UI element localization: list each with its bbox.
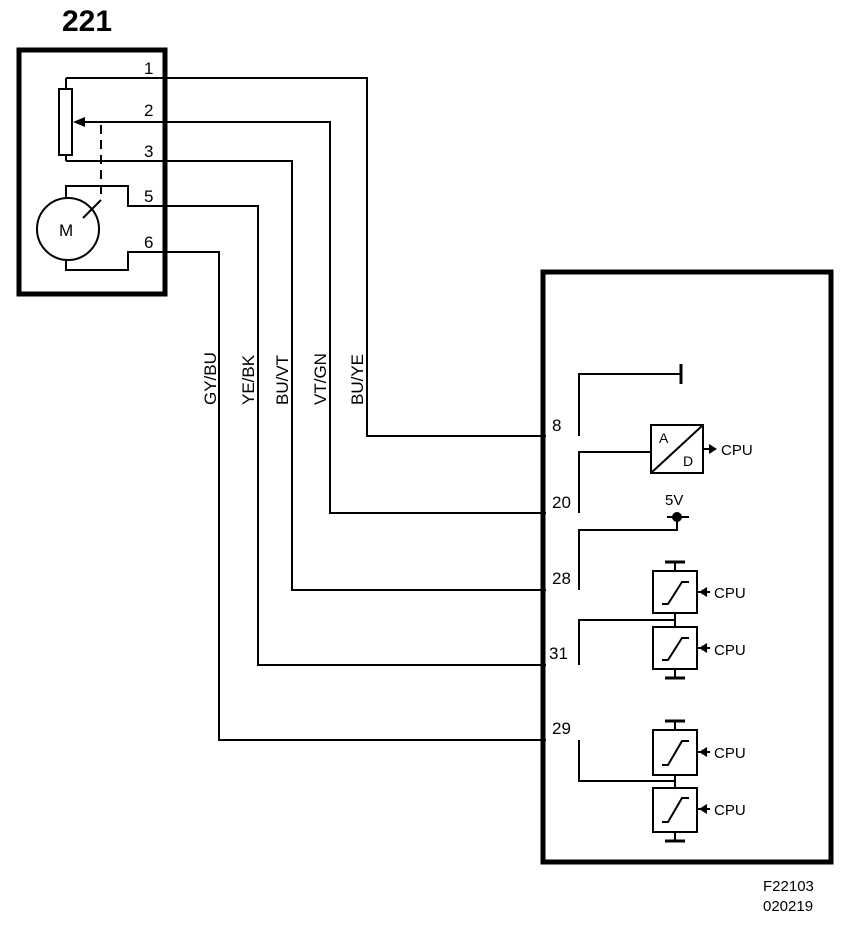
- cpu-label-ad: CPU: [721, 442, 753, 459]
- component-pin-6: 6: [144, 233, 153, 252]
- supply-5v-icon: [578, 512, 689, 590]
- wire-label-vt-gn: VT/GN: [311, 353, 330, 405]
- transistor-pair-31-icon: [578, 560, 710, 680]
- wire-gy-bu: [150, 251, 546, 741]
- control-unit-pin-31: 31: [549, 644, 568, 663]
- cpu-label-29-lower: CPU: [714, 802, 746, 819]
- component-pin-1: 1: [144, 59, 153, 78]
- cpu-label-31-upper: CPU: [714, 585, 746, 602]
- wire-label-ye-bk: YE/BK: [239, 354, 258, 405]
- motor-icon: [36, 185, 150, 271]
- control-unit-box: [540, 269, 834, 865]
- component-pin-5: 5: [144, 187, 153, 206]
- control-unit-pin-20: 20: [552, 493, 571, 512]
- ad-label-d: D: [683, 453, 693, 469]
- component-pin-3: 3: [144, 142, 153, 161]
- component-id: 221: [62, 5, 112, 38]
- wire-vt-gn: [150, 121, 546, 514]
- wire-bu-vt: [150, 160, 546, 591]
- control-unit-pin-29: 29: [552, 719, 571, 738]
- supply-5v-label: 5V: [665, 492, 683, 509]
- figure-date: 020219: [763, 898, 813, 915]
- component-box: [16, 47, 168, 297]
- transistor-pair-29-icon: [578, 719, 710, 843]
- control-unit-pin-8: 8: [552, 416, 561, 435]
- cpu-label-31-lower: CPU: [714, 642, 746, 659]
- wire-label-gy-bu: GY/BU: [201, 352, 220, 405]
- ad-label-a: A: [659, 430, 669, 446]
- wire-label-bu-ye: BU/YE: [348, 354, 367, 405]
- figure-code: F22103: [763, 878, 814, 895]
- wire-bu-ye: [150, 77, 546, 437]
- ground-icon: [578, 364, 683, 436]
- wire-label-bu-vt: BU/VT: [273, 355, 292, 405]
- ad-converter-icon: [578, 424, 717, 513]
- cpu-label-29-upper: CPU: [714, 745, 746, 762]
- potentiometer-icon: [58, 77, 150, 200]
- motor-label: M: [59, 221, 73, 240]
- wire-ye-bk: [150, 205, 546, 666]
- component-pin-2: 2: [144, 101, 153, 120]
- control-unit-pin-28: 28: [552, 569, 571, 588]
